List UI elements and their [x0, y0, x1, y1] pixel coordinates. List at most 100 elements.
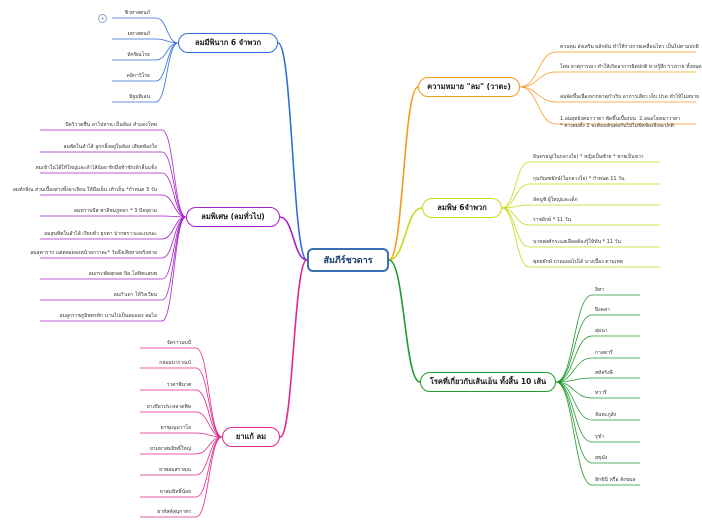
connector-line: [279, 259, 308, 438]
leaf-topic[interactable]: ลมสุคาราก แต่ตลอดลงหน้าอกวาตะ* วันจึงเสี…: [30, 250, 157, 256]
connector-line: [195, 347, 223, 438]
branch-label: ลมพิเศษ (ลมทั่วไป): [201, 212, 265, 221]
leaf-topic[interactable]: ลมกำเดา ให้วิงเวียน: [113, 292, 157, 298]
connector-line: [161, 129, 187, 218]
branch-label: โรคที่เกี่ยวกับเส้นเอ็น ทั้งสิ้น 10 เส้น: [429, 377, 547, 386]
connector-line: [195, 432, 223, 438]
connector-line: [161, 216, 187, 259]
leaf-topic[interactable]: สุมนา: [595, 328, 608, 334]
leaf-topic[interactable]: ยาหัสคุ์สุนุกาทร: [157, 509, 191, 515]
connector-line: [161, 216, 187, 301]
connector-line: [388, 207, 423, 261]
leaf-topic[interactable]: ลมกระพัดสุกลด บิด,โลหิตแสบพ: [88, 271, 157, 277]
connector-line: [277, 42, 308, 261]
connector-line: [501, 207, 530, 268]
connector-line: [555, 335, 593, 383]
branch-lom-pised[interactable]: ลมพิเศษ (ลมทั่วไป): [186, 207, 280, 227]
connector-line: [519, 51, 557, 88]
connector-line: [555, 381, 593, 421]
leaf-topic[interactable]: ลมเข้าในไส้ให้ใหญ่และลำไส้น้อย ชักมือท้า…: [35, 165, 157, 171]
root-topic-label: สัมภีร์ชวดาร: [323, 256, 373, 266]
leaf-topic[interactable]: ลมทักษิณ ส่วนเบื้องล่างทั้งอาเจียน ให้มื…: [12, 187, 157, 193]
branch-label: ยาแก้ ลม: [235, 432, 267, 441]
leaf-topic[interactable]: นาคพงศ์กระแสเลือดต้องรู้ให้ทัน * 11 วัน: [533, 239, 621, 245]
leaf-topic[interactable]: กุมภัณฑยักษ์(ในกลางใจ) * กำหนด 11 วัน: [533, 176, 625, 182]
leaf-topic[interactable]: ลมลูกราชภูมิพทรหัก นานไปเป็นลมแดง ลมไอ: [59, 313, 158, 319]
leaf-topic[interactable]: กาลทารี: [595, 350, 613, 356]
connector-line: [501, 207, 530, 248]
branch-label: ลมมีพินาก 6 จำพวก: [194, 38, 262, 47]
connector-line: [501, 183, 530, 209]
leaf-topic[interactable]: จันทะภูสัง: [595, 412, 617, 418]
connector-line: [195, 436, 223, 518]
leaf-topic[interactable]: กล่อมมาราณบ์: [159, 360, 191, 366]
leaf-topic[interactable]: ปิงคลา: [595, 307, 610, 313]
connector-line: [501, 161, 530, 209]
branch-tendon-diseases[interactable]: โรคที่เกี่ยวกับเส้นเอ็น ทั้งสิ้น 10 เส้น: [420, 372, 556, 392]
leaf-topic[interactable]: คลิกาวิโรธ: [126, 73, 150, 79]
connector-line: [195, 436, 223, 476]
connector-line: [555, 381, 593, 443]
branch-wind-remedies[interactable]: ยาแก้ ลม: [222, 427, 280, 447]
leaf-topic[interactable]: สิกขินี หรือ สังขมล: [595, 477, 636, 483]
connector-line: [155, 38, 179, 44]
leaf-topic[interactable]: พุทธยักษ์ บาดแผลไปได้ บางเบื้อง ตามเหตุ: [533, 259, 623, 265]
leaf-topic[interactable]: วาตาพินาศ: [166, 382, 191, 388]
connector-line: [519, 86, 557, 125]
connector-line: [155, 42, 179, 103]
leaf-topic[interactable]: 1.ลมอุทธังคมาวาตา พัดขึ้นเบื้องบน 2.ลมอโ…: [560, 116, 681, 129]
branch-lom-minak[interactable]: ลมมีพินาก 6 จำพวก: [178, 33, 278, 53]
leaf-topic[interactable]: ยาชุมนุมวาโย: [160, 425, 191, 431]
branch-label: ลมพิษ 6จำพวก: [437, 203, 487, 212]
leaf-topic[interactable]: มหาสตนภ์: [127, 31, 150, 37]
leaf-topic[interactable]: รุชำ: [595, 434, 604, 440]
connector-line: [519, 71, 557, 88]
connector-line: [279, 216, 308, 261]
connector-line: [555, 381, 593, 464]
connector-line: [161, 194, 187, 218]
connector-line: [555, 357, 593, 383]
leaf-topic[interactable]: ยาเขียวประหลาดพิษ: [146, 404, 191, 410]
leaf-topic[interactable]: โทษ ธาตุการเผา ทำให้เกิดอาการผิดปกติ ทาง…: [560, 64, 702, 70]
branch-meaning-of-wind[interactable]: ความหมาย "ลม" (วาตะ): [418, 77, 520, 97]
leaf-topic[interactable]: ลัคนูชิ ผู้ใหญ่และเด็ก: [533, 197, 578, 203]
leaf-topic[interactable]: สุขุมัง: [595, 455, 608, 461]
connector-line: [519, 86, 557, 103]
leaf-topic[interactable]: ปัตวิวาตชื่น ลาไปหาคุ เป็นท้อง สำแดงโทษ: [65, 122, 157, 128]
leaf-topic[interactable]: อิทา: [595, 287, 605, 293]
leaf-topic[interactable]: ราชยักษ์ * 11 วัน: [533, 217, 571, 223]
connector-line: [555, 314, 593, 383]
connector-line: [155, 17, 179, 44]
root-topic[interactable]: สัมภีร์ชวดาร: [307, 248, 389, 272]
leaf-topic[interactable]: ทักขิณโรธ: [127, 52, 150, 58]
connector-line: [161, 216, 187, 322]
branch-label: ความหมาย "ลม" (วาตะ): [427, 82, 511, 91]
leaf-topic[interactable]: ควบคุม ส่งเสริม ผลักดัน ทำให้ร่างกายเคลื…: [560, 44, 699, 50]
leaf-topic[interactable]: มิฐมพิเลน: [129, 94, 150, 100]
leaf-topic[interactable]: สหัสรังษี: [595, 370, 613, 376]
connector-line: [161, 172, 187, 218]
leaf-topic[interactable]: อินทรธนู(ในกลางใจ) * หญิงเป็นซ้าย * ชายเ…: [533, 154, 644, 160]
branch-lom-phit[interactable]: ลมพิษ 6จำพวก: [422, 198, 502, 218]
leaf-topic[interactable]: ลมสุนทิตในลำไส้ เรียบทั่ว ยุกตา ปากพราวแ…: [44, 231, 157, 237]
connector-line: [555, 377, 593, 383]
connector-line: [388, 86, 419, 261]
expand-collapse-icon[interactable]: +: [98, 14, 107, 23]
leaf-topic[interactable]: จัดราวมบป์: [166, 340, 191, 346]
leaf-topic[interactable]: ทวารี: [595, 390, 607, 396]
connector-line: [161, 151, 187, 218]
leaf-topic[interactable]: ชิวหาสตนภ์: [124, 10, 150, 16]
connector-line: [555, 381, 593, 486]
leaf-topic[interactable]: ลมทวาบบีส พาลีชมภูคลา * 3 ปัจจุยาม: [73, 208, 157, 214]
leaf-topic[interactable]: ยาพลมสราคุณ: [159, 467, 191, 473]
leaf-topic[interactable]: ลมพัดในลำไส้ ลูกกลิ้งอยู่ในท้อง เสียดท้อ…: [63, 144, 157, 150]
connector-line: [161, 215, 187, 218]
connector-line: [195, 411, 223, 438]
leaf-topic[interactable]: ยามหาสมมิทธิ์ใหญ่: [149, 446, 191, 452]
connector-line: [195, 389, 223, 438]
connector-line: [195, 367, 223, 438]
leaf-topic[interactable]: ยาสมมิทธิ์น้อย: [159, 489, 191, 495]
leaf-topic[interactable]: ลมจัดขึ้นเนื่องจากธาตุกำเริบ อาการเสียว …: [560, 94, 700, 100]
connector-line: [155, 42, 179, 82]
